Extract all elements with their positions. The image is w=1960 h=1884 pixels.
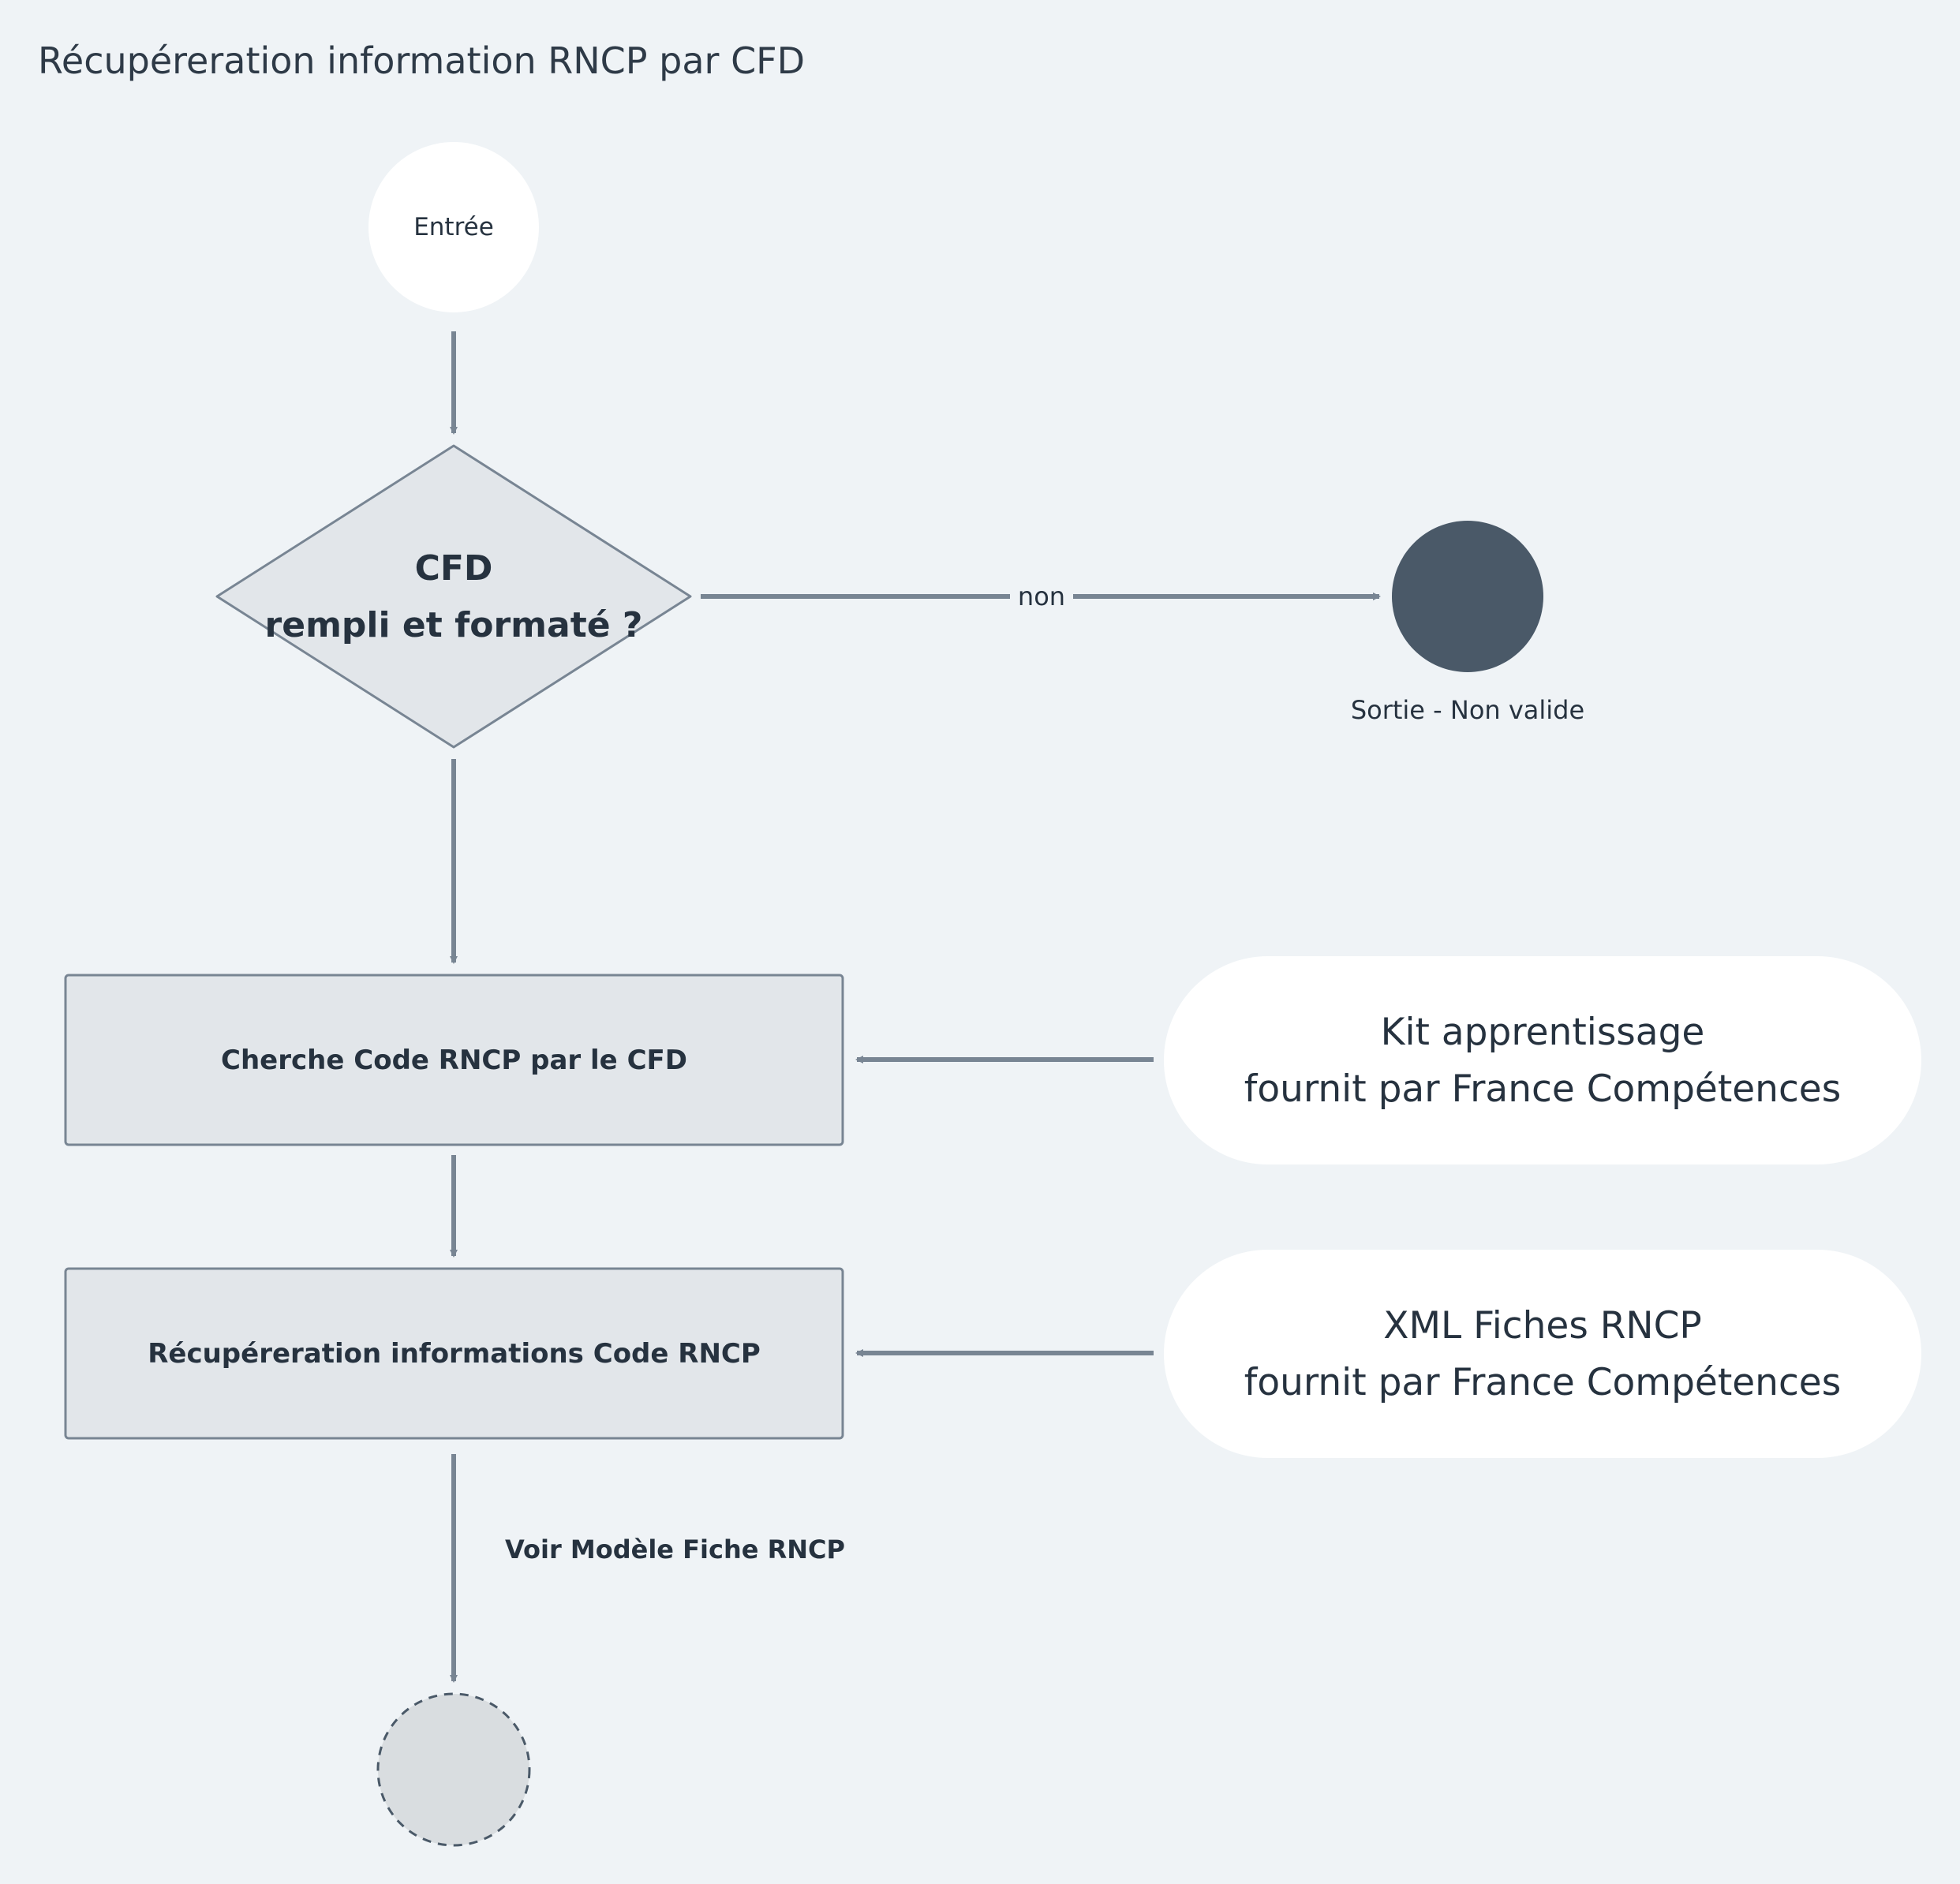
- source2-label-line2: fournit par France Compétences: [1244, 1360, 1842, 1404]
- source-pill-xml[interactable]: [1164, 1250, 1921, 1458]
- decision-label-line1: CFD: [414, 548, 493, 589]
- source1-label-line1: Kit apprentissage: [1380, 1010, 1705, 1054]
- edge-label-non: non: [1010, 578, 1073, 615]
- source1-label-line2: fournit par France Compétences: [1244, 1067, 1842, 1111]
- decision-label-line2: rempli et formaté ?: [264, 604, 643, 645]
- process-box-search-rncp[interactable]: [64, 974, 844, 1146]
- start-node-label: Entrée: [413, 213, 494, 241]
- source2-label-line1: XML Fiches RNCP: [1383, 1303, 1702, 1348]
- source-pill-kit[interactable]: [1164, 956, 1921, 1164]
- decision-node[interactable]: [215, 444, 692, 749]
- end-node[interactable]: [376, 1692, 531, 1847]
- process2-label: Récupéreration informations Code RNCP: [148, 1337, 761, 1370]
- edge-label-output: Voir Modèle Fiche RNCP: [505, 1534, 845, 1564]
- exit-node[interactable]: [1392, 521, 1543, 672]
- process-box-fetch-rncp[interactable]: [64, 1267, 844, 1440]
- page-title: Récupéreration information RNCP par CFD: [38, 39, 806, 82]
- exit-node-label: Sortie - Non valide: [1350, 695, 1585, 725]
- process1-label: Cherche Code RNCP par le CFD: [221, 1044, 687, 1076]
- start-node[interactable]: [368, 142, 539, 312]
